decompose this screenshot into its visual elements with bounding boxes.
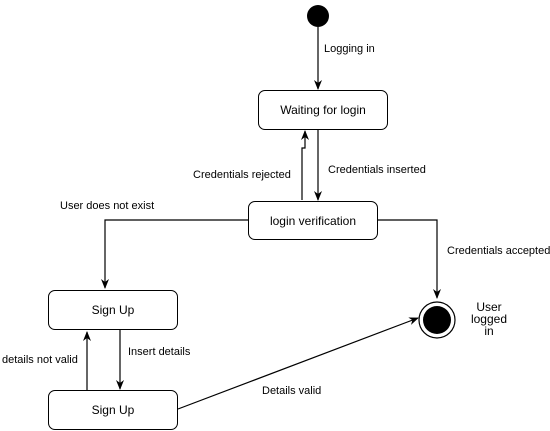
state-sign-up-2-label: Sign Up (91, 403, 135, 417)
edge-credentials-accepted (378, 219, 441, 299)
edge-user-does-not-exist (101, 219, 248, 289)
final-state-label-line2: logged (470, 312, 508, 326)
final-state-label-line3: in (484, 324, 494, 338)
state-sign-up-1-label: Sign Up (91, 303, 135, 317)
state-sign-up-1: Sign Up (48, 290, 178, 330)
label-credentials-accepted: Credentials accepted (447, 245, 550, 257)
edge-details-valid (177, 317, 419, 410)
state-waiting-for-login: Waiting for login (258, 90, 388, 130)
final-state-label: User logged in (466, 301, 512, 337)
state-login-verification-label: login verification (269, 213, 357, 228)
label-user-does-not-exist: User does not exist (60, 200, 155, 212)
label-credentials-inserted: Credentials inserted (328, 164, 426, 176)
state-sign-up-2: Sign Up (48, 390, 178, 430)
label-details-not-valid: details not valid (2, 354, 78, 366)
state-waiting-for-login-label: Waiting for login (280, 103, 366, 117)
final-state-label-line1: User (476, 300, 502, 314)
label-insert-details: Insert details (128, 346, 191, 358)
final-state-core (423, 306, 451, 334)
edge-credentials-rejected (301, 130, 309, 200)
state-login-verification: login verification (248, 201, 378, 240)
initial-state (307, 5, 329, 27)
label-details-valid: Details valid (262, 385, 322, 397)
label-logging-in: Logging in (324, 43, 375, 55)
label-credentials-rejected: Credentials rejected (193, 169, 291, 181)
